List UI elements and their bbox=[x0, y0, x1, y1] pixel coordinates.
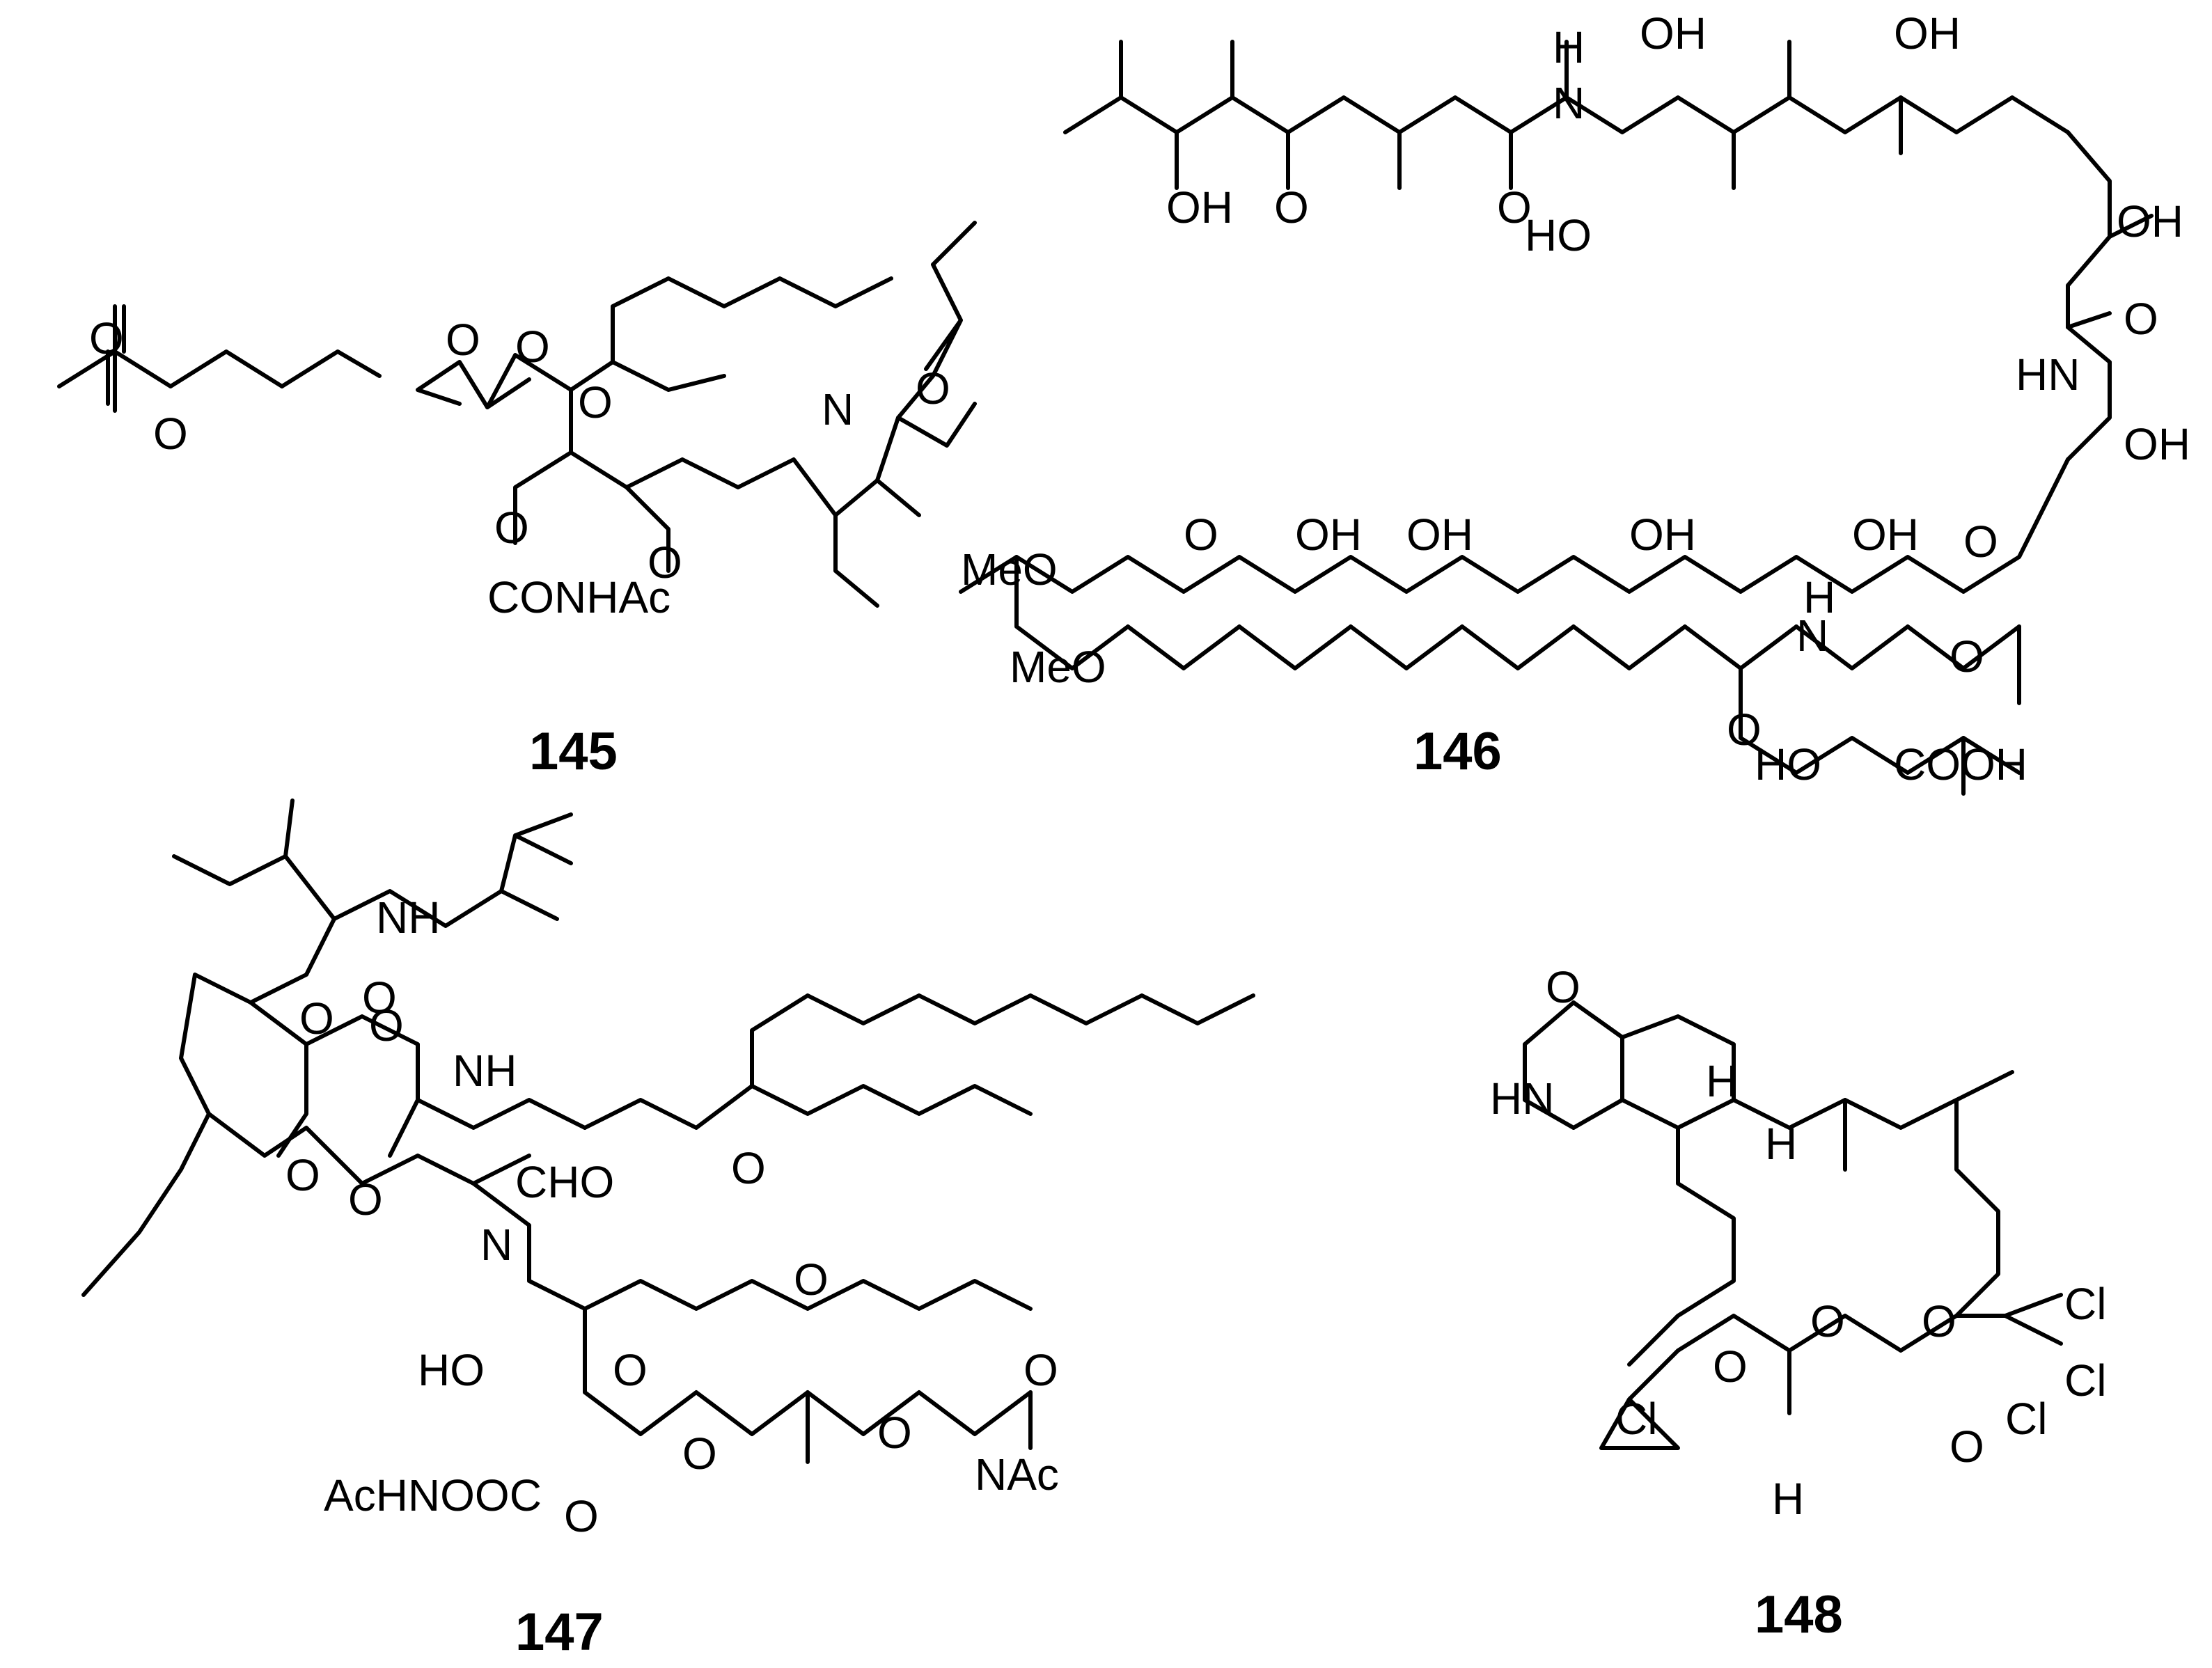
atom-label: MeO bbox=[961, 544, 1058, 595]
atom-label: HN bbox=[2016, 349, 2080, 400]
atom-label: OH bbox=[1629, 510, 1696, 560]
atom-label: H bbox=[1553, 22, 1585, 72]
atom-label: O bbox=[1274, 182, 1309, 233]
atom-label: H bbox=[1765, 1119, 1797, 1169]
atom-label: O bbox=[1950, 1422, 1984, 1472]
atom-label: OH bbox=[1295, 510, 1362, 560]
structure-145: O O O O O O N O O CONHAc 145 bbox=[57, 221, 977, 781]
atom-label: O bbox=[1546, 962, 1580, 1012]
atom-label: OH bbox=[2117, 196, 2183, 246]
atom-label: COOH bbox=[1894, 739, 2027, 789]
atom-label: N bbox=[1796, 611, 1828, 661]
atom-label: O bbox=[2124, 294, 2158, 344]
atom-label: O bbox=[1810, 1296, 1845, 1346]
compound-number: 145 bbox=[529, 722, 618, 781]
atom-label: H bbox=[1803, 572, 1835, 622]
atom-label: O bbox=[348, 1174, 383, 1225]
atom-label: N bbox=[1553, 78, 1585, 128]
atom-label: O bbox=[1950, 631, 1984, 682]
atom-label: O bbox=[153, 409, 188, 459]
atom-label: N bbox=[480, 1220, 512, 1270]
atom-label: Cl bbox=[2064, 1355, 2106, 1406]
atom-label: O bbox=[578, 377, 613, 427]
atom-label: NH bbox=[453, 1046, 517, 1096]
atom-label: O bbox=[1963, 517, 1998, 567]
atom-label: H bbox=[1706, 1056, 1738, 1106]
atom-label: Cl bbox=[2064, 1279, 2106, 1329]
atom-label: O bbox=[682, 1429, 717, 1479]
atom-label: H bbox=[1772, 1474, 1804, 1524]
atom-label: O bbox=[1023, 1345, 1058, 1395]
atom-label: N bbox=[822, 384, 854, 434]
atom-label: NAc bbox=[975, 1449, 1059, 1500]
atom-label: HO bbox=[1525, 210, 1592, 260]
atom-label: NH bbox=[376, 892, 440, 943]
atom-label: O bbox=[362, 973, 397, 1023]
atom-label: HN bbox=[1490, 1073, 1554, 1124]
atom-label: OH bbox=[1166, 182, 1233, 233]
atom-label: HO bbox=[1755, 739, 1821, 789]
atom-label: HO bbox=[418, 1345, 485, 1395]
atom-label: O bbox=[564, 1491, 599, 1541]
atom-label: O bbox=[285, 1150, 320, 1200]
atom-label: O bbox=[1713, 1342, 1748, 1392]
atom-label: Cl bbox=[1615, 1394, 1657, 1444]
structure-147: NH O O NH O O O CHO N O O HO O O O O NAc… bbox=[81, 798, 1255, 1662]
atom-label: O bbox=[877, 1408, 912, 1458]
atom-label: O bbox=[494, 503, 529, 553]
atom-label: O bbox=[1922, 1296, 1956, 1346]
compound-number: 146 bbox=[1413, 722, 1502, 781]
structure-146: OH OH O H N O OH HO OH O HN OH MeO O OH … bbox=[959, 8, 2190, 796]
atom-label: O bbox=[1497, 182, 1532, 233]
atom-label: OH bbox=[1640, 8, 1707, 58]
atom-label: MeO bbox=[1010, 642, 1106, 692]
compound-number: 147 bbox=[515, 1603, 604, 1662]
atom-label: O bbox=[1184, 510, 1218, 560]
atom-label: O bbox=[369, 1000, 404, 1051]
atom-label: O bbox=[446, 315, 480, 365]
atom-label: OH bbox=[2124, 419, 2190, 469]
atom-label: O bbox=[731, 1143, 766, 1193]
atom-label: O bbox=[515, 322, 550, 372]
atom-label: O bbox=[794, 1254, 829, 1305]
atom-label: Cl bbox=[2005, 1394, 2047, 1444]
atom-label: O bbox=[1727, 705, 1762, 755]
atom-label: AcHNOOC bbox=[324, 1470, 542, 1520]
atom-label: O bbox=[916, 363, 950, 414]
atom-label: O bbox=[89, 313, 124, 363]
structure-148: O HN H H O O O Cl Cl Cl Cl O H 148 bbox=[1490, 962, 2106, 1644]
atom-label: CHO bbox=[515, 1157, 614, 1207]
atom-label: OH bbox=[1406, 510, 1473, 560]
compound-number: 148 bbox=[1755, 1585, 1843, 1644]
atom-label: O bbox=[648, 537, 682, 588]
atom-label: CONHAc bbox=[487, 572, 670, 622]
atom-label: OH bbox=[1894, 8, 1961, 58]
atom-label: O bbox=[613, 1345, 648, 1395]
atom-label: O bbox=[299, 993, 334, 1044]
atom-label: OH bbox=[1852, 510, 1919, 560]
